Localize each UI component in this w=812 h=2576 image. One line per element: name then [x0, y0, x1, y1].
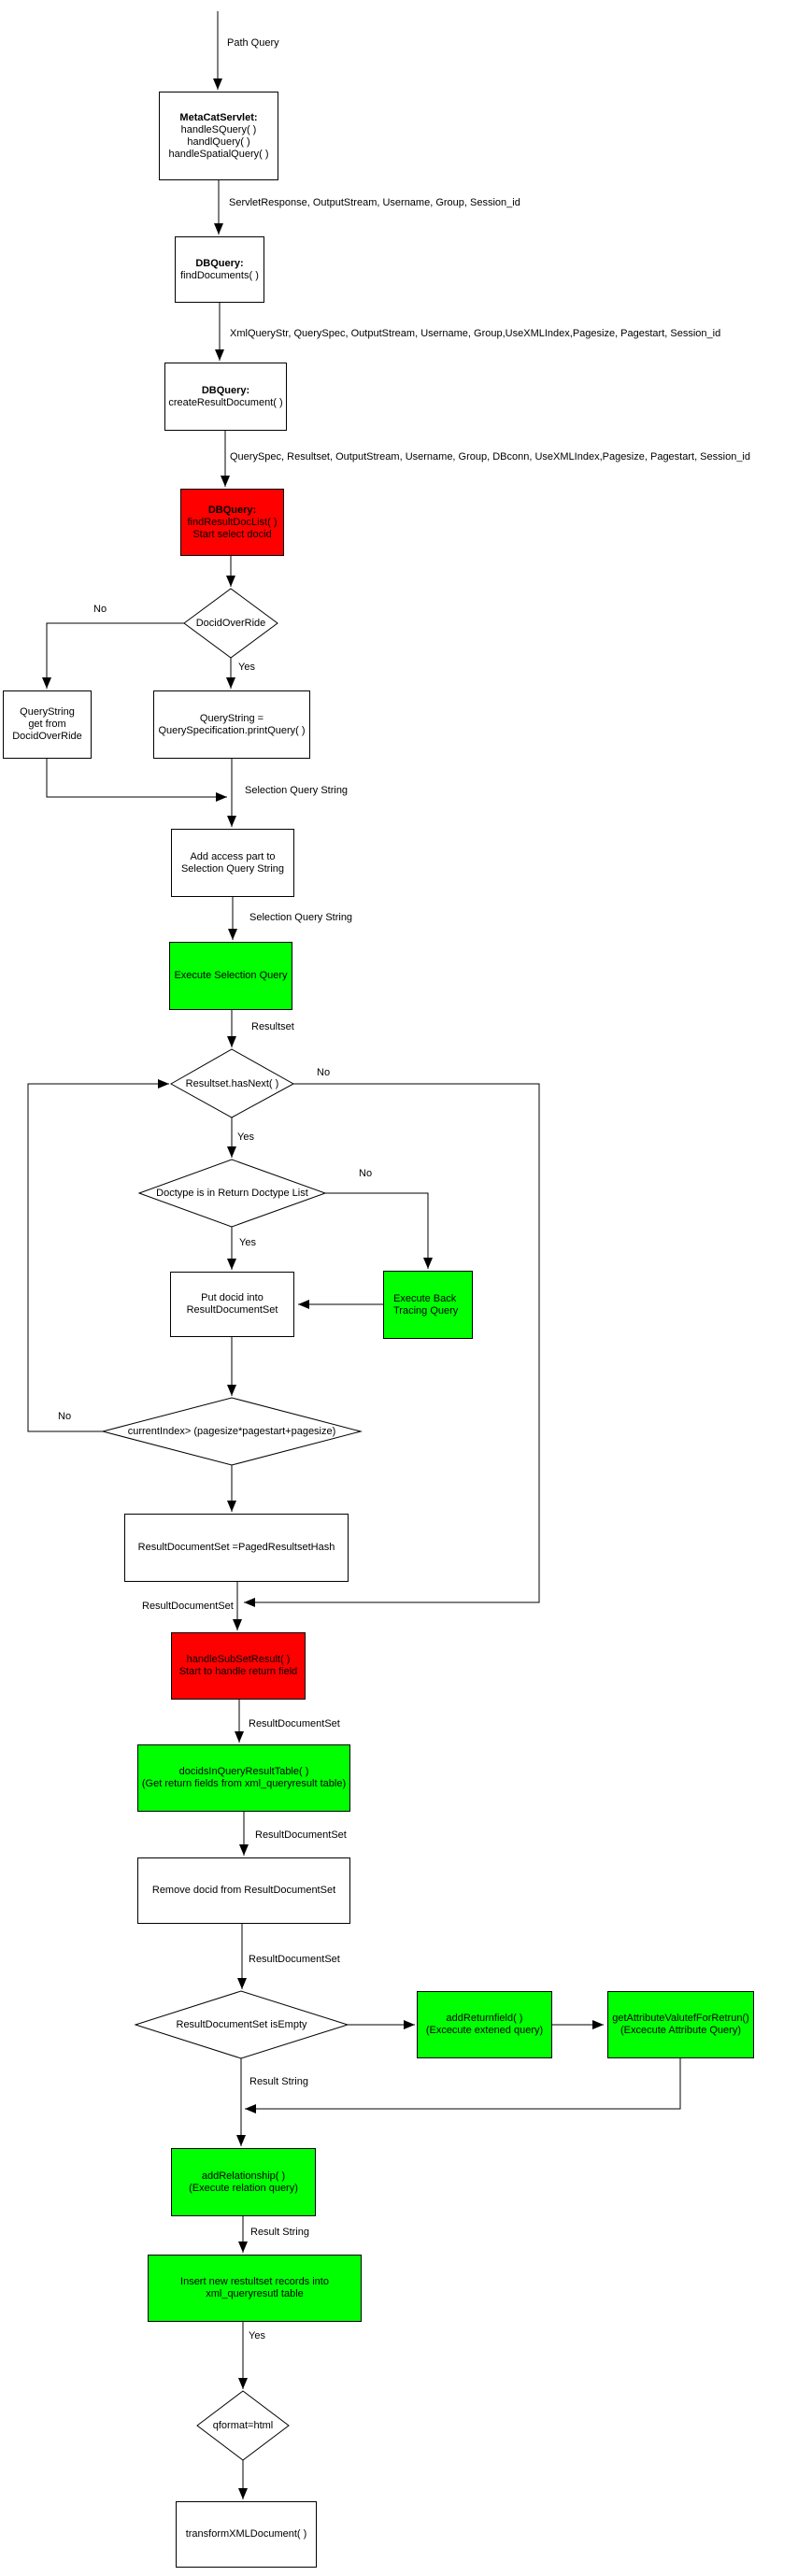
node-line: xml_queryresutl table	[206, 2288, 304, 2299]
edge-label-yes-hasnext: Yes	[237, 1131, 254, 1143]
decision-hasnext-label: Resultset.hasNext( )	[185, 1078, 279, 1089]
edge-currentindex-no-loop	[27, 1079, 169, 1432]
node-add-access: Add access part to Selection Query Strin…	[171, 829, 294, 897]
decision-isempty-label: ResultDocumentSet isEmpty	[176, 2019, 307, 2030]
decision-qformat-shape	[196, 2390, 290, 2461]
edge-label-selection-query-1: Selection Query String	[245, 785, 349, 796]
decision-docid-override-shape	[183, 588, 278, 659]
edge-label-find-params: XmlQueryStr, QuerySpec, OutputStream, Us…	[230, 328, 721, 339]
decision-hasnext-shape	[169, 1048, 295, 1118]
node-line: addRelationship( )	[201, 2170, 286, 2182]
node-line: createResultDocument( )	[168, 396, 283, 408]
node-line: get from	[28, 719, 66, 730]
decision-doctype-label: Doctype is in Return Doctype List	[156, 1188, 308, 1199]
node-line: ResultDocumentSet =PagedResultsetHash	[137, 1542, 335, 1553]
node-line: findDocuments( )	[180, 269, 259, 281]
node-title: MetaCatServlet:	[179, 111, 258, 123]
node-line: ResultDocumentSet	[186, 1304, 278, 1316]
node-title: DBQuery:	[207, 504, 257, 516]
decision-currentindex-label: currentIndex> (pagesize*pagestart+pagesi…	[127, 1426, 336, 1437]
node-line: addReturnfield( )	[446, 2013, 523, 2024]
node-line: docidsInQueryResultTable( )	[178, 1766, 309, 1777]
edge-label-selection-query-2: Selection Query String	[249, 912, 353, 923]
node-line: Execute Selection Query	[174, 970, 288, 981]
edge-label-no-currentindex: No	[58, 1411, 72, 1422]
edge-label-yes-doctype: Yes	[239, 1237, 256, 1248]
decision-doctype-shape	[137, 1159, 327, 1228]
node-line: (Execute relation query)	[189, 2182, 298, 2194]
edge-label-yes-qformat: Yes	[249, 2330, 265, 2341]
node-line: (Get return fields from xml_queryresult …	[141, 1778, 347, 1789]
node-docids-in-queryresult-table: docidsInQueryResultTable( ) (Get return …	[137, 1744, 350, 1812]
node-line: QueryString	[20, 706, 75, 718]
edge-label-no-docid: No	[93, 604, 107, 615]
node-line: QuerySpecification.printQuery( )	[158, 724, 306, 736]
node-line: QueryString =	[199, 712, 264, 724]
node-line: Insert new restultset records into	[180, 2276, 329, 2287]
node-add-relationship: addRelationship( ) (Execute relation que…	[171, 2148, 316, 2216]
node-line: Start to handle return field	[178, 1666, 298, 1677]
decision-qformat-label: qformat=html	[212, 2420, 274, 2431]
node-line: handleSubSetResult( )	[186, 1654, 291, 1665]
node-title: DBQuery:	[201, 384, 250, 396]
node-line: Tracing Query	[393, 1304, 459, 1316]
node-add-returnfield: addReturnfield( ) (Excecute extened quer…	[417, 1991, 552, 2058]
edge-label-servlet-params: ServletResponse, OutputStream, Username,…	[229, 197, 520, 208]
node-querystring-print: QueryString = QuerySpecification.printQu…	[153, 690, 310, 759]
edge-querystringget-merge	[46, 759, 227, 802]
node-execute-back-tracing: Execute Back Tracing Query	[383, 1271, 473, 1339]
node-line: DocidOverRide	[12, 731, 82, 742]
node-insert-records: Insert new restultset records into xml_q…	[148, 2255, 362, 2322]
edge-label-resultset: Resultset	[251, 1021, 294, 1032]
decision-isempty-shape	[134, 1990, 349, 2059]
node-put-docid: Put docid into ResultDocumentSet	[170, 1272, 294, 1337]
node-transform-xml-document: transformXMLDocument( )	[176, 2501, 317, 2568]
node-dbquery-findresultdoclist: DBQuery: findResultDocList( ) Start sele…	[180, 489, 284, 556]
decision-currentindex-shape	[101, 1397, 363, 1466]
node-line: Add access part to	[190, 850, 276, 862]
node-line: handleSQuery( )	[180, 123, 257, 135]
edge-label-result-string-2: Result String	[250, 2227, 309, 2238]
node-line: Selection Query String	[180, 862, 285, 875]
node-line: getAttributeValutefForRetrun()	[612, 2013, 749, 2024]
edge-doctype-no	[325, 1192, 433, 1269]
node-line: (Excecute extened query)	[425, 2025, 544, 2036]
edge-label-rds-2: ResultDocumentSet	[249, 1718, 340, 1729]
node-line: findResultDocList( )	[187, 516, 278, 528]
edge-label-rds-3: ResultDocumentSet	[255, 1829, 347, 1841]
node-line: transformXMLDocument( )	[185, 2528, 307, 2540]
decision-docid-override-label: DocidOverRide	[195, 618, 266, 629]
node-paged-resultset-hash: ResultDocumentSet =PagedResultsetHash	[124, 1514, 349, 1582]
node-dbquery-finddocuments: DBQuery: findDocuments( )	[175, 236, 264, 303]
node-remove-docid: Remove docid from ResultDocumentSet	[137, 1857, 350, 1924]
node-line: Remove docid from ResultDocumentSet	[151, 1885, 336, 1896]
edge-label-rds-1: ResultDocumentSet	[142, 1601, 234, 1612]
edge-label-no-doctype: No	[359, 1168, 373, 1179]
edge-label-rds-4: ResultDocumentSet	[249, 1954, 340, 1965]
edge-label-yes-docid: Yes	[238, 662, 255, 673]
node-get-attribute-value: getAttributeValutefForRetrun() (Excecute…	[607, 1991, 754, 2058]
edge-label-result-string-1: Result String	[249, 2076, 308, 2087]
node-metacat-servlet: MetaCatServlet: handleSQuery( ) handlQue…	[159, 92, 278, 180]
node-dbquery-createresultdocument: DBQuery: createResultDocument( )	[164, 363, 287, 431]
node-line: Start select docid	[192, 528, 272, 540]
node-querystring-get: QueryString get from DocidOverRide	[3, 690, 92, 759]
node-execute-selection-query: Execute Selection Query	[169, 942, 292, 1010]
node-line: Put docid into	[201, 1292, 264, 1303]
node-line: Execute Back	[393, 1292, 457, 1304]
edge-docidoverride-no	[42, 622, 184, 689]
edge-label-create-params: QuerySpec, Resultset, OutputStream, User…	[230, 451, 750, 463]
node-line: handleSpatialQuery( )	[168, 148, 269, 160]
edge-label-path-query: Path Query	[227, 37, 279, 49]
edge-hasnext-no-long	[244, 1083, 540, 1607]
node-title: DBQuery:	[195, 257, 244, 269]
node-line: handlQuery( )	[187, 135, 250, 148]
node-handle-subset-result: handleSubSetResult( ) Start to handle re…	[171, 1632, 306, 1700]
edge-label-no-hasnext: No	[317, 1067, 331, 1078]
node-line: (Excecute Attribute Query)	[620, 2025, 741, 2036]
edge-getattribute-merge	[245, 2058, 681, 2113]
